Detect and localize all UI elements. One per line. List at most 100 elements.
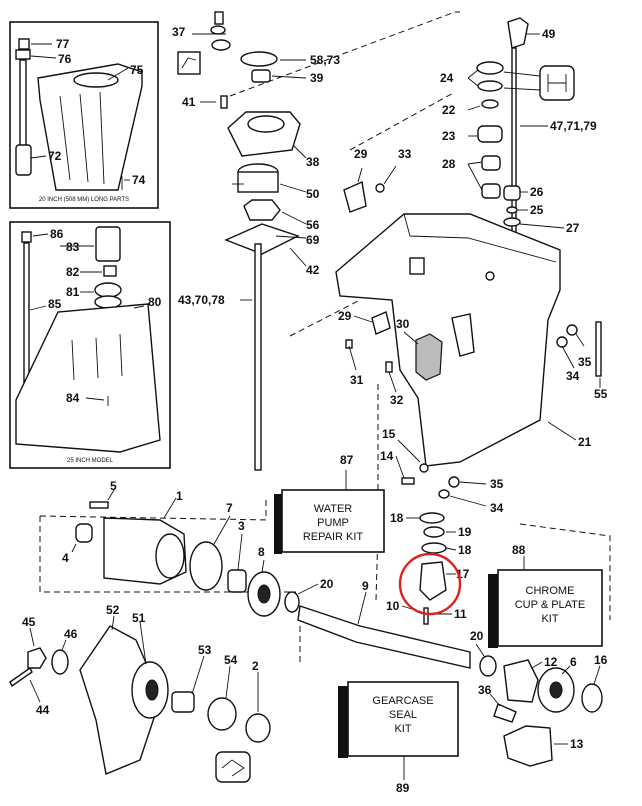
midsection-75 <box>37 63 143 191</box>
part-23 <box>477 125 503 143</box>
part-26 <box>503 185 521 201</box>
callout-25: 25 <box>530 203 544 217</box>
callout-43-70-78: 43,70,78 <box>178 293 225 307</box>
nut-34 <box>556 336 568 348</box>
part-81-a <box>94 282 122 298</box>
callout-38: 38 <box>306 155 320 169</box>
callout-19: 19 <box>458 525 472 539</box>
o-ring-7 <box>189 541 223 591</box>
callout-30: 30 <box>396 317 410 331</box>
water-pump-kit-box: WATER PUMP REPAIR KIT <box>274 470 385 554</box>
chrome-cup-kit-box: CHROME CUP & PLATE KIT <box>488 556 603 648</box>
callout-14: 14 <box>380 449 394 463</box>
callout-34-low: 34 <box>490 501 504 515</box>
bushing-24-a <box>476 61 504 75</box>
washer-19 <box>423 526 445 538</box>
callout-21: 21 <box>578 435 592 449</box>
highlight-circle <box>398 552 462 616</box>
inset-bottom-note: 25 INCH MODEL <box>67 458 114 464</box>
kit-seal-line1: GEARCASE <box>372 695 433 707</box>
callout-72: 72 <box>48 149 62 163</box>
impeller-56 <box>243 199 281 221</box>
part-77 <box>18 38 30 50</box>
part-27 <box>503 217 521 227</box>
part-28-a <box>481 155 501 171</box>
washer-20-right <box>479 655 497 677</box>
callout-34: 34 <box>566 369 580 383</box>
driveshaft-stack <box>192 11 307 471</box>
callout-9: 9 <box>362 579 369 593</box>
washer-35 <box>566 324 578 336</box>
kit-seal-line2: SEAL <box>389 709 417 721</box>
bushing-24-b <box>477 80 503 92</box>
callout-22: 22 <box>442 103 456 117</box>
midsection-75-top <box>73 72 119 88</box>
gearcase-housing-21 <box>335 165 602 507</box>
callout-46: 46 <box>64 627 78 641</box>
callout-47-71-79: 47,71,79 <box>550 119 597 133</box>
seal-2 <box>245 713 271 743</box>
callout-81: 81 <box>66 285 80 299</box>
callout-4: 4 <box>62 551 69 565</box>
clutch-12 <box>503 659 539 703</box>
callout-29-side: 29 <box>338 309 352 323</box>
callout-35: 35 <box>578 355 592 369</box>
callout-51: 51 <box>132 611 146 625</box>
callout-37: 37 <box>172 25 186 39</box>
callout-45: 45 <box>22 615 36 629</box>
water-intake-slot <box>451 313 475 357</box>
kit-chrome-line2: CUP & PLATE <box>515 599 586 611</box>
callout-23: 23 <box>442 129 456 143</box>
part-86 <box>21 231 32 243</box>
kit-water-line1: WATER <box>314 503 353 515</box>
part-82 <box>103 265 117 277</box>
part-13 <box>503 725 553 767</box>
callout-85: 85 <box>48 297 62 311</box>
propshaft-9 <box>297 605 471 669</box>
bolt-5 <box>89 501 109 509</box>
screw-10-11 <box>423 607 429 625</box>
bolt-41 <box>220 95 228 109</box>
callout-24: 24 <box>440 71 454 85</box>
callout-18-low: 18 <box>458 543 472 557</box>
callout-5: 5 <box>110 479 117 493</box>
anode-29-side <box>371 311 391 335</box>
callout-20-right: 20 <box>470 629 484 643</box>
callout-8: 8 <box>258 545 265 559</box>
gearcase-seal-kit-box: GEARCASE SEAL KIT <box>338 681 459 780</box>
inset-bottom-parts <box>15 226 161 453</box>
kit-chrome-line3: KIT <box>541 613 558 625</box>
callout-76: 76 <box>58 52 72 66</box>
callout-20: 20 <box>320 577 334 591</box>
callout-10: 10 <box>386 599 400 613</box>
thrust-54 <box>207 697 237 731</box>
rod-85 <box>23 242 30 394</box>
kit-chrome-line1: CHROME <box>526 585 575 597</box>
callout-84: 84 <box>66 391 80 405</box>
part-25 <box>506 206 518 214</box>
callout-35-low: 35 <box>490 477 504 491</box>
callout-27: 27 <box>566 221 580 235</box>
callout-87: 87 <box>340 453 354 467</box>
sleeve-83 <box>95 226 121 262</box>
callout-50: 50 <box>306 187 320 201</box>
callout-13: 13 <box>570 737 584 751</box>
nut-33 <box>375 183 385 193</box>
lower-parts <box>9 489 603 783</box>
callout-56: 56 <box>306 218 320 232</box>
part-39 <box>251 69 271 83</box>
callout-11: 11 <box>454 607 467 621</box>
callout-18-top: 18 <box>390 511 404 525</box>
part-4 <box>75 523 93 543</box>
pinion-17 <box>419 561 447 601</box>
callout-80: 80 <box>148 295 162 309</box>
callout-89: 89 <box>396 781 410 795</box>
callout-53: 53 <box>198 643 212 657</box>
callout-41: 41 <box>182 95 196 109</box>
callout-69: 69 <box>306 233 320 247</box>
kit-seal-line3: KIT <box>394 723 411 735</box>
washer-35-low <box>448 476 460 488</box>
kit-water-line2: PUMP <box>317 517 349 529</box>
callout-44: 44 <box>36 703 50 717</box>
